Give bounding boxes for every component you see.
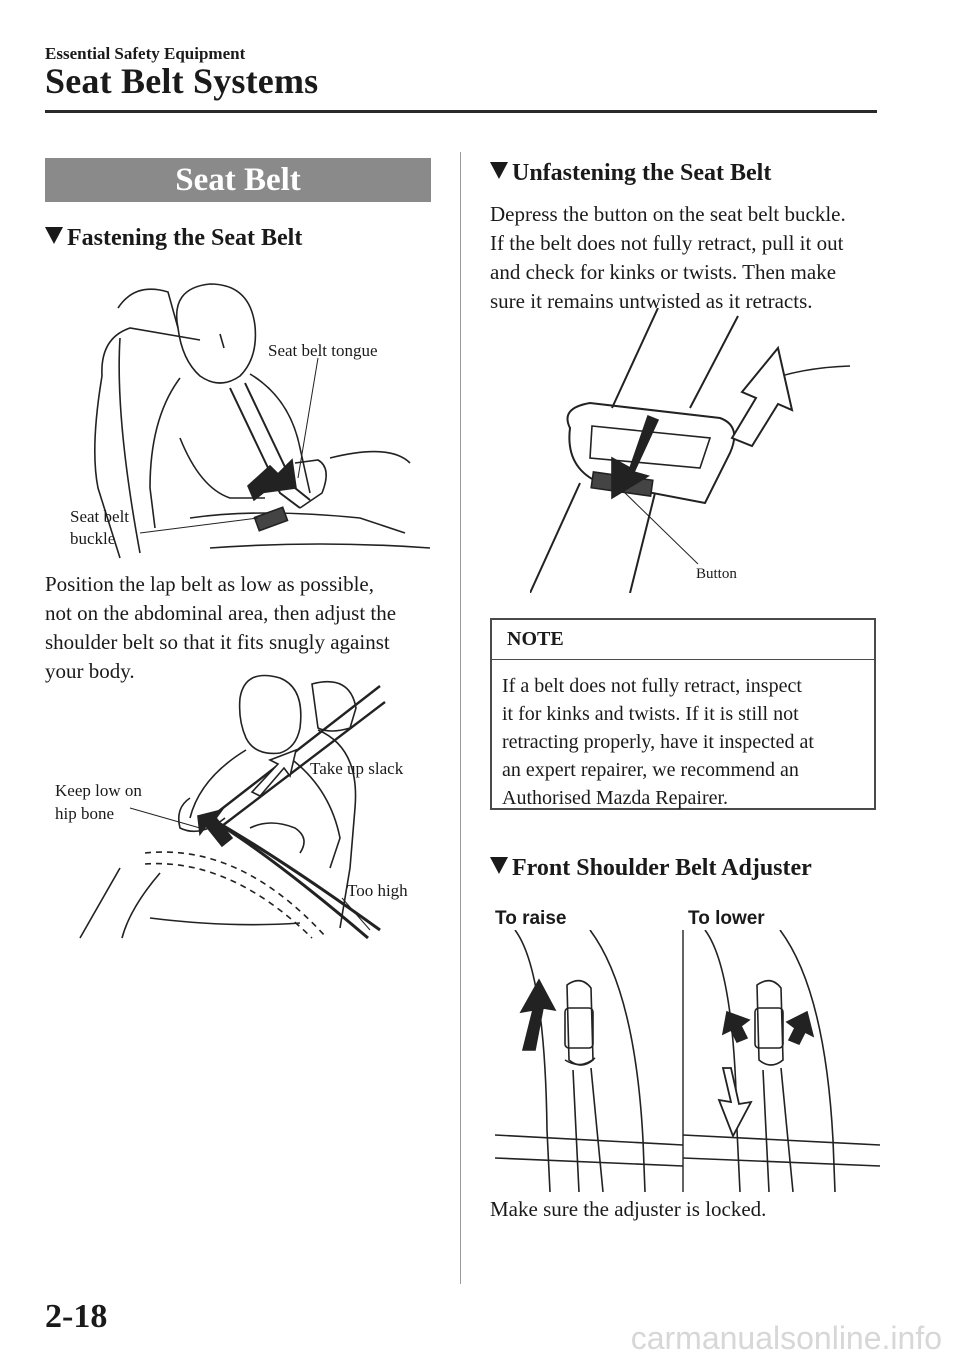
adjuster-illustration — [495, 930, 880, 1192]
note-line-1: If a belt does not fully retract, inspec… — [502, 675, 802, 697]
unfastening-heading-text: Unfastening the Seat Belt — [512, 160, 772, 186]
triangle-icon — [490, 162, 508, 179]
position-paragraph: Position the lap belt as low as possible… — [45, 570, 396, 686]
label-keep-low-2: hip bone — [55, 804, 115, 823]
label-seat-belt-buckle-2: buckle — [70, 529, 116, 548]
note-line-4: an expert repairer, we recommend an — [502, 759, 799, 781]
adjuster-note: Make sure the adjuster is locked. — [490, 1197, 767, 1221]
fastening-illustration — [60, 278, 440, 563]
lap-belt-illustration — [50, 668, 430, 950]
triangle-icon — [45, 227, 63, 244]
unfastening-line-4: sure it remains untwisted as it retracts… — [490, 289, 813, 313]
fastening-heading: Fastening the Seat Belt — [45, 225, 302, 252]
watermark: carmanualsonline.info — [630, 1320, 942, 1356]
triangle-icon — [490, 857, 508, 874]
column-divider — [460, 152, 461, 1284]
position-line-4: your body. — [45, 659, 135, 683]
label-to-lower: To lower — [688, 908, 765, 929]
label-to-raise: To raise — [495, 908, 567, 929]
adjuster-heading-text: Front Shoulder Belt Adjuster — [512, 855, 812, 881]
label-seat-belt-tongue: Seat belt tongue — [268, 341, 378, 360]
label-seat-belt-buckle-1: Seat belt — [70, 507, 130, 526]
buckle-illustration — [530, 308, 870, 593]
label-keep-low-1: Keep low on — [55, 781, 142, 800]
position-line-2: not on the abdominal area, then adjust t… — [45, 601, 397, 625]
section-category: Essential Safety Equipment — [45, 44, 246, 63]
note-line-3: retracting properly, have it inspected a… — [502, 731, 814, 753]
note-box: NOTE If a belt does not fully retract, i… — [490, 618, 876, 810]
seat-belt-banner: Seat Belt — [45, 158, 431, 202]
note-text: If a belt does not fully retract, inspec… — [502, 672, 872, 812]
position-line-3: shoulder belt so that it fits snugly aga… — [45, 630, 390, 654]
header-rule — [45, 110, 877, 113]
unfastening-paragraph: Depress the button on the seat belt buck… — [490, 200, 846, 316]
fastening-heading-text: Fastening the Seat Belt — [67, 225, 303, 251]
note-line-2: it for kinks and twists. If it is still … — [502, 703, 799, 725]
page-number: 2-18 — [45, 1298, 108, 1335]
unfastening-line-2: If the belt does not fully retract, pull… — [490, 231, 844, 255]
adjuster-heading: Front Shoulder Belt Adjuster — [490, 855, 812, 882]
page-title: Seat Belt Systems — [45, 61, 319, 101]
note-title: NOTE — [507, 628, 564, 650]
unfastening-line-3: and check for kinks or twists. Then make — [490, 260, 837, 284]
unfastening-line-1: Depress the button on the seat belt buck… — [490, 202, 846, 226]
label-take-up-slack: Take up slack — [310, 759, 404, 778]
label-button: Button — [696, 566, 737, 582]
note-line-5: Authorised Mazda Repairer. — [502, 787, 729, 809]
unfastening-heading: Unfastening the Seat Belt — [490, 160, 771, 187]
label-too-high: Too high — [347, 881, 408, 900]
note-header: NOTE — [492, 620, 874, 660]
position-line-1: Position the lap belt as low as possible… — [45, 572, 374, 596]
